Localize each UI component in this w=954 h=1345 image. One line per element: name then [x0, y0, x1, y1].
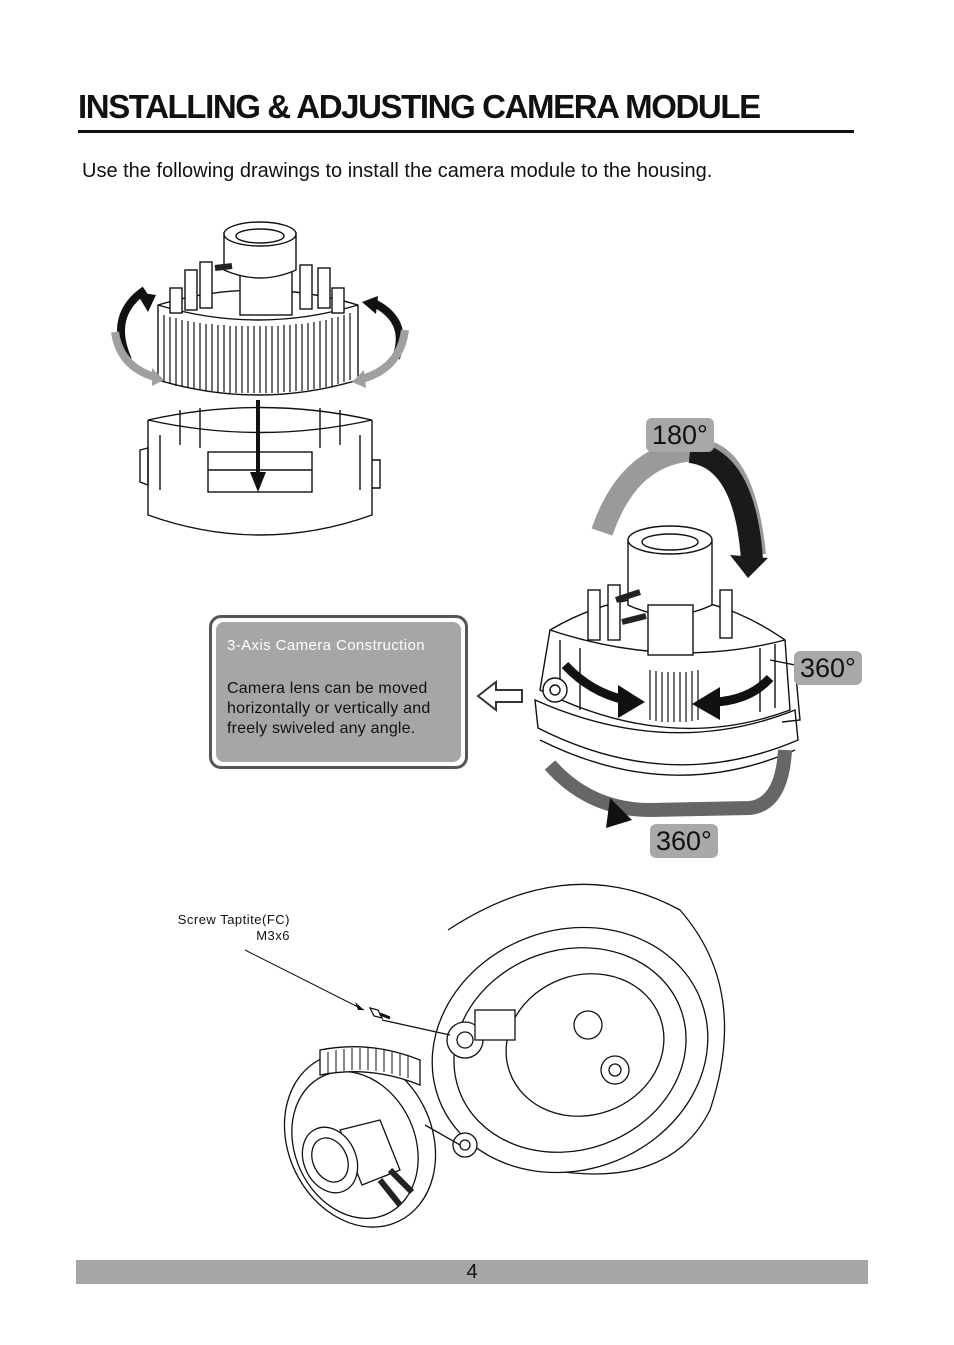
three-axis-callout: 3-Axis Camera Construction Camera lens c… — [209, 615, 468, 769]
screw-fastening-illustration — [244, 883, 726, 1228]
tilt-angle-badge: 180° — [646, 418, 714, 452]
pan-angle-badge: 360° — [794, 651, 862, 685]
callout-line: freely swiveled any angle. — [227, 720, 416, 737]
three-axis-adjustment-illustration — [534, 438, 801, 828]
page-title: INSTALLING & ADJUSTING CAMERA MODULE — [78, 88, 761, 125]
page-number: 4 — [466, 1261, 478, 1283]
rotate-angle-badge: 360° — [650, 824, 718, 858]
camera-module-insertion-illustration — [111, 221, 409, 536]
callout-line: Camera lens can be moved — [227, 680, 428, 697]
title-underline — [78, 130, 854, 133]
pointer-arrow-icon — [476, 679, 523, 713]
intro-text: Use the following drawings to install th… — [82, 160, 713, 182]
callout-line: horizontally or vertically and — [227, 700, 431, 717]
screw-label-size: M3x6 — [256, 928, 290, 943]
callout-title: 3-Axis Camera Construction — [227, 637, 425, 654]
callout-panel: 3-Axis Camera Construction Camera lens c… — [216, 622, 461, 762]
screw-label: Screw Taptite(FC) M3x6 — [160, 912, 290, 944]
callout-description: Camera lens can be moved horizontally or… — [227, 679, 463, 739]
page-footer: 4 — [76, 1260, 868, 1284]
screw-label-type: Screw Taptite(FC) — [177, 912, 290, 927]
